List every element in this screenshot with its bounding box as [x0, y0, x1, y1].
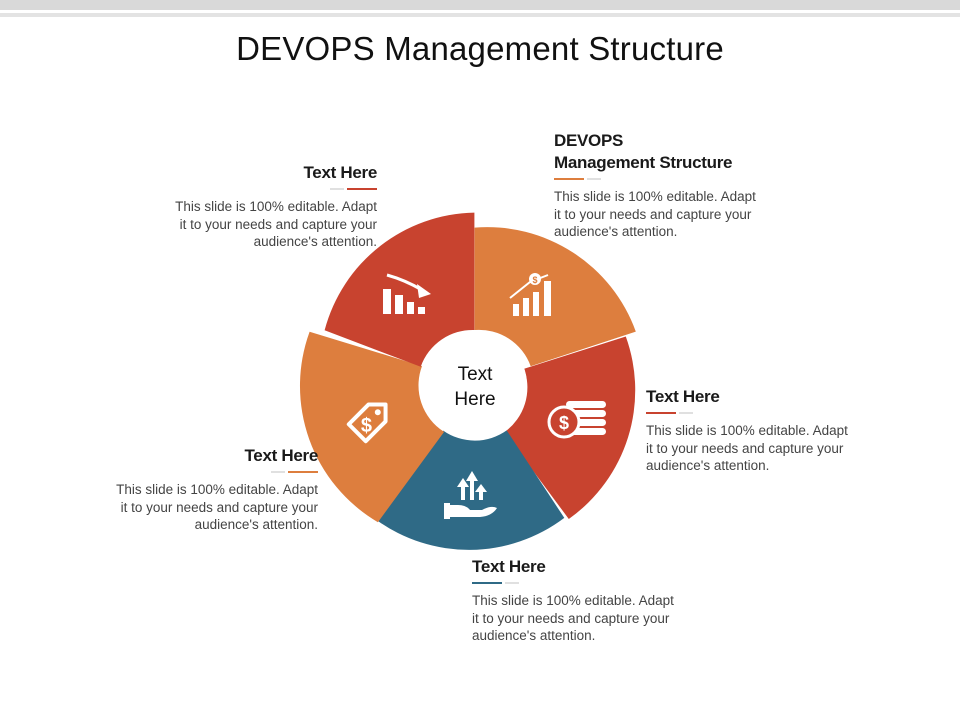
block-body: This slide is 100% editable. Adapt it to… — [646, 423, 848, 473]
segment-top-left — [324, 212, 475, 367]
block-heading: Text Here — [303, 163, 377, 182]
center-hole — [423, 333, 527, 437]
text-block-top-right: DEVOPS Management Structure This slide i… — [554, 130, 854, 241]
block-heading: Text Here — [244, 446, 318, 465]
block-body: This slide is 100% editable. Adapt it to… — [472, 593, 674, 643]
page-title: DEVOPS Management Structure — [236, 30, 724, 67]
svg-text:$: $ — [559, 413, 569, 433]
coins-dollar-icon: $ — [547, 401, 606, 439]
block-heading: DEVOPS Management Structure — [554, 131, 733, 172]
declining-chart-icon — [383, 273, 431, 314]
svg-text:$: $ — [361, 415, 372, 437]
segment-top-right — [474, 227, 636, 367]
bar-chart-dollar-icon: $ — [509, 273, 551, 316]
top-decor-line — [0, 13, 960, 17]
text-block-left: Text Here This slide is 100% editable. A… — [38, 445, 318, 534]
top-decor-bar — [0, 0, 960, 10]
block-body: This slide is 100% editable. Adapt it to… — [554, 189, 756, 239]
text-block-top-left: Text Here This slide is 100% editable. A… — [97, 162, 377, 251]
hand-arrows-icon — [444, 471, 497, 519]
block-body: This slide is 100% editable. Adapt it to… — [175, 199, 377, 249]
block-rule — [38, 471, 318, 473]
block-rule — [646, 412, 936, 414]
segment-left — [299, 331, 445, 523]
svg-text:$: $ — [532, 275, 537, 285]
block-rule — [97, 188, 377, 190]
block-rule — [554, 178, 854, 180]
block-body: This slide is 100% editable. Adapt it to… — [116, 482, 318, 532]
text-block-right: Text Here This slide is 100% editable. A… — [646, 386, 936, 475]
price-tag-icon: $ — [346, 402, 388, 444]
block-heading: Text Here — [472, 557, 546, 576]
block-heading: Text Here — [646, 387, 720, 406]
center-label: Text Here — [454, 364, 496, 410]
block-rule — [472, 582, 762, 584]
text-block-bottom: Text Here This slide is 100% editable. A… — [472, 556, 762, 645]
